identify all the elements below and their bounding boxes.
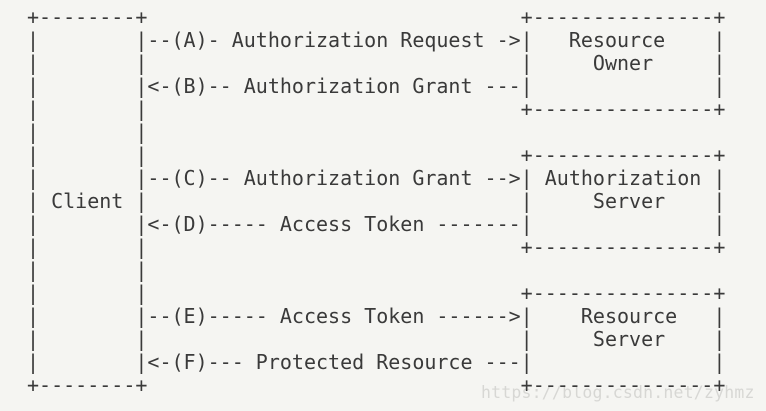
oauth-abstract-flow-ascii-diagram: +--------+ +---------------+ | |--(A)- A… <box>27 5 726 397</box>
csdn-watermark-url: https://blog.csdn.net/zyhmz <box>481 383 755 402</box>
